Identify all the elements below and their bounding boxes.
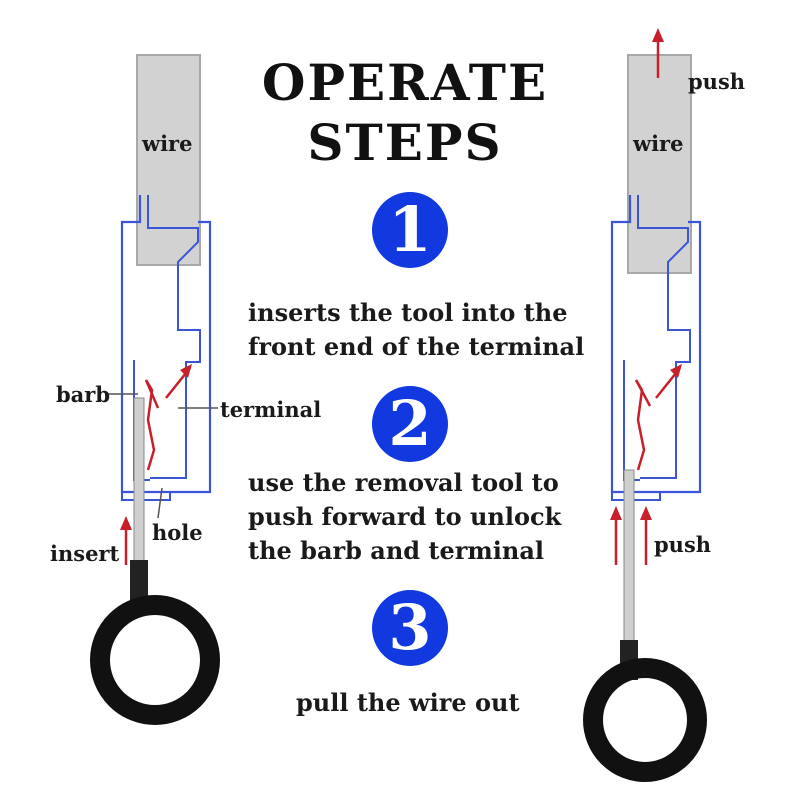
right-push-arrowhead-right bbox=[640, 506, 652, 520]
step-1-line-1: inserts the tool into the bbox=[248, 298, 568, 327]
push-label-bottom: push bbox=[654, 532, 712, 557]
title-line-1: OPERATE bbox=[261, 53, 549, 112]
step-3-badge: 3 bbox=[372, 590, 448, 666]
left-tool-ring bbox=[90, 595, 220, 725]
push-label-top: push bbox=[688, 69, 746, 94]
right-push-arrowhead-top bbox=[652, 28, 664, 42]
right-push-arrowhead-left bbox=[610, 506, 622, 520]
right-housing-inner-edge bbox=[637, 195, 691, 479]
left-barb-spring bbox=[144, 379, 160, 409]
step-2-line-2: push forward to unlock bbox=[248, 502, 562, 531]
step-2-line-3: the barb and terminal bbox=[248, 536, 545, 565]
left-assembly bbox=[90, 54, 220, 725]
right-barb-spring bbox=[634, 379, 652, 407]
right-removal-tool-pin bbox=[623, 469, 635, 661]
right-assembly bbox=[583, 28, 707, 782]
step-3-line-1: pull the wire out bbox=[296, 688, 520, 717]
hole-label: hole bbox=[152, 520, 203, 545]
step-2-badge: 2 bbox=[372, 386, 448, 462]
right-contact-arrowhead bbox=[670, 364, 682, 378]
left-insert-arrowhead bbox=[120, 516, 132, 530]
title-line-2: STEPS bbox=[307, 113, 503, 172]
left-wire-label: wire bbox=[142, 131, 193, 156]
step-1-badge: 1 bbox=[372, 192, 448, 268]
terminal-label: terminal bbox=[220, 397, 322, 422]
right-wire bbox=[627, 54, 692, 274]
left-hole-leader bbox=[157, 487, 163, 519]
right-housing-base bbox=[611, 492, 661, 501]
left-housing-base bbox=[121, 492, 171, 501]
insert-label: insert bbox=[50, 541, 120, 566]
left-contact-arrowhead bbox=[180, 364, 192, 378]
left-wire bbox=[136, 54, 201, 266]
barb-label: barb bbox=[56, 382, 111, 407]
step-1-line-2: front end of the terminal bbox=[248, 332, 585, 361]
step-2-line-1: use the removal tool to bbox=[248, 468, 559, 497]
right-tool-ring bbox=[583, 658, 707, 782]
right-wire-label: wire bbox=[633, 131, 684, 156]
left-housing-inner-edge bbox=[147, 195, 201, 479]
